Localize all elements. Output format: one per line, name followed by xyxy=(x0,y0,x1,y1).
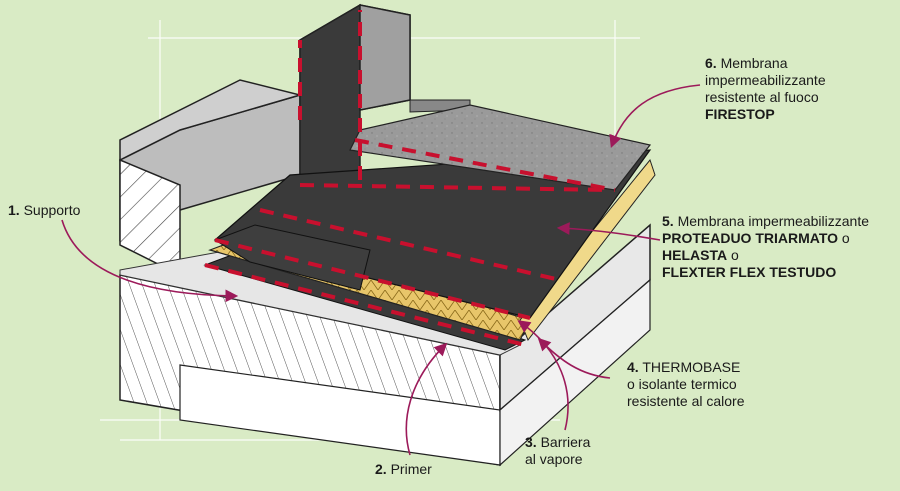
arrow-insulation xyxy=(537,337,611,379)
primer-layer xyxy=(119,249,522,356)
label-support: 1. Supporto xyxy=(8,202,80,219)
label-insulation-line2: o isolante termico xyxy=(627,376,737,392)
label-primer-number: 2. xyxy=(375,461,387,477)
label-support-text: Supporto xyxy=(23,202,81,218)
arrow-firestop xyxy=(609,84,701,148)
label-firestop: 6. Membrana impermeabilizzante resistent… xyxy=(705,55,826,123)
label-membrane-sep-1: o xyxy=(838,230,850,246)
label-primer: 2. Primer xyxy=(375,461,432,478)
label-membrane-line1: Membrana impermeabilizzante xyxy=(677,213,869,229)
label-insulation-number: 4. xyxy=(627,359,639,375)
label-membrane-product-1: PROTEADUO TRIARMATO xyxy=(662,230,839,246)
overlap-seams xyxy=(204,10,616,347)
label-membrane: 5. Membrana impermeabilizzante PROTEADUO… xyxy=(662,213,869,281)
label-support-number: 1. xyxy=(8,202,20,218)
firestop-layer xyxy=(349,104,652,191)
left-parapet xyxy=(119,79,303,277)
arrow-membrane xyxy=(556,222,661,241)
label-insulation-line3: resistente al calore xyxy=(627,393,745,409)
concrete-slab xyxy=(119,223,651,467)
callout-arrows xyxy=(61,84,701,456)
arrow-primer xyxy=(405,342,448,456)
arrow-support xyxy=(61,219,239,303)
label-membrane-sep-2: o xyxy=(727,247,739,263)
arrow-vapour-barrier xyxy=(517,320,569,431)
label-firestop-product: FIRESTOP xyxy=(705,106,775,122)
label-firestop-line2: impermeabilizzante xyxy=(705,72,826,88)
label-membrane-product-3: FLEXTER FLEX TESTUDO xyxy=(662,264,837,280)
label-vapour-barrier-line2: al vapore xyxy=(525,451,583,467)
label-vapour-barrier-line1: Barriera xyxy=(540,434,591,450)
label-insulation: 4. THERMOBASE o isolante termico resiste… xyxy=(627,359,745,410)
label-primer-text: Primer xyxy=(390,461,432,477)
label-firestop-number: 6. xyxy=(705,55,717,71)
label-firestop-line1: Membrana xyxy=(720,55,788,71)
label-firestop-line3: resistente al fuoco xyxy=(705,89,819,105)
label-insulation-line1: THERMOBASE xyxy=(642,359,741,375)
label-membrane-number: 5. xyxy=(662,213,674,229)
label-membrane-product-2: HELASTA xyxy=(662,247,728,263)
label-vapour-barrier-number: 3. xyxy=(525,434,537,450)
label-vapour-barrier: 3. Barriera al vapore xyxy=(525,434,590,468)
